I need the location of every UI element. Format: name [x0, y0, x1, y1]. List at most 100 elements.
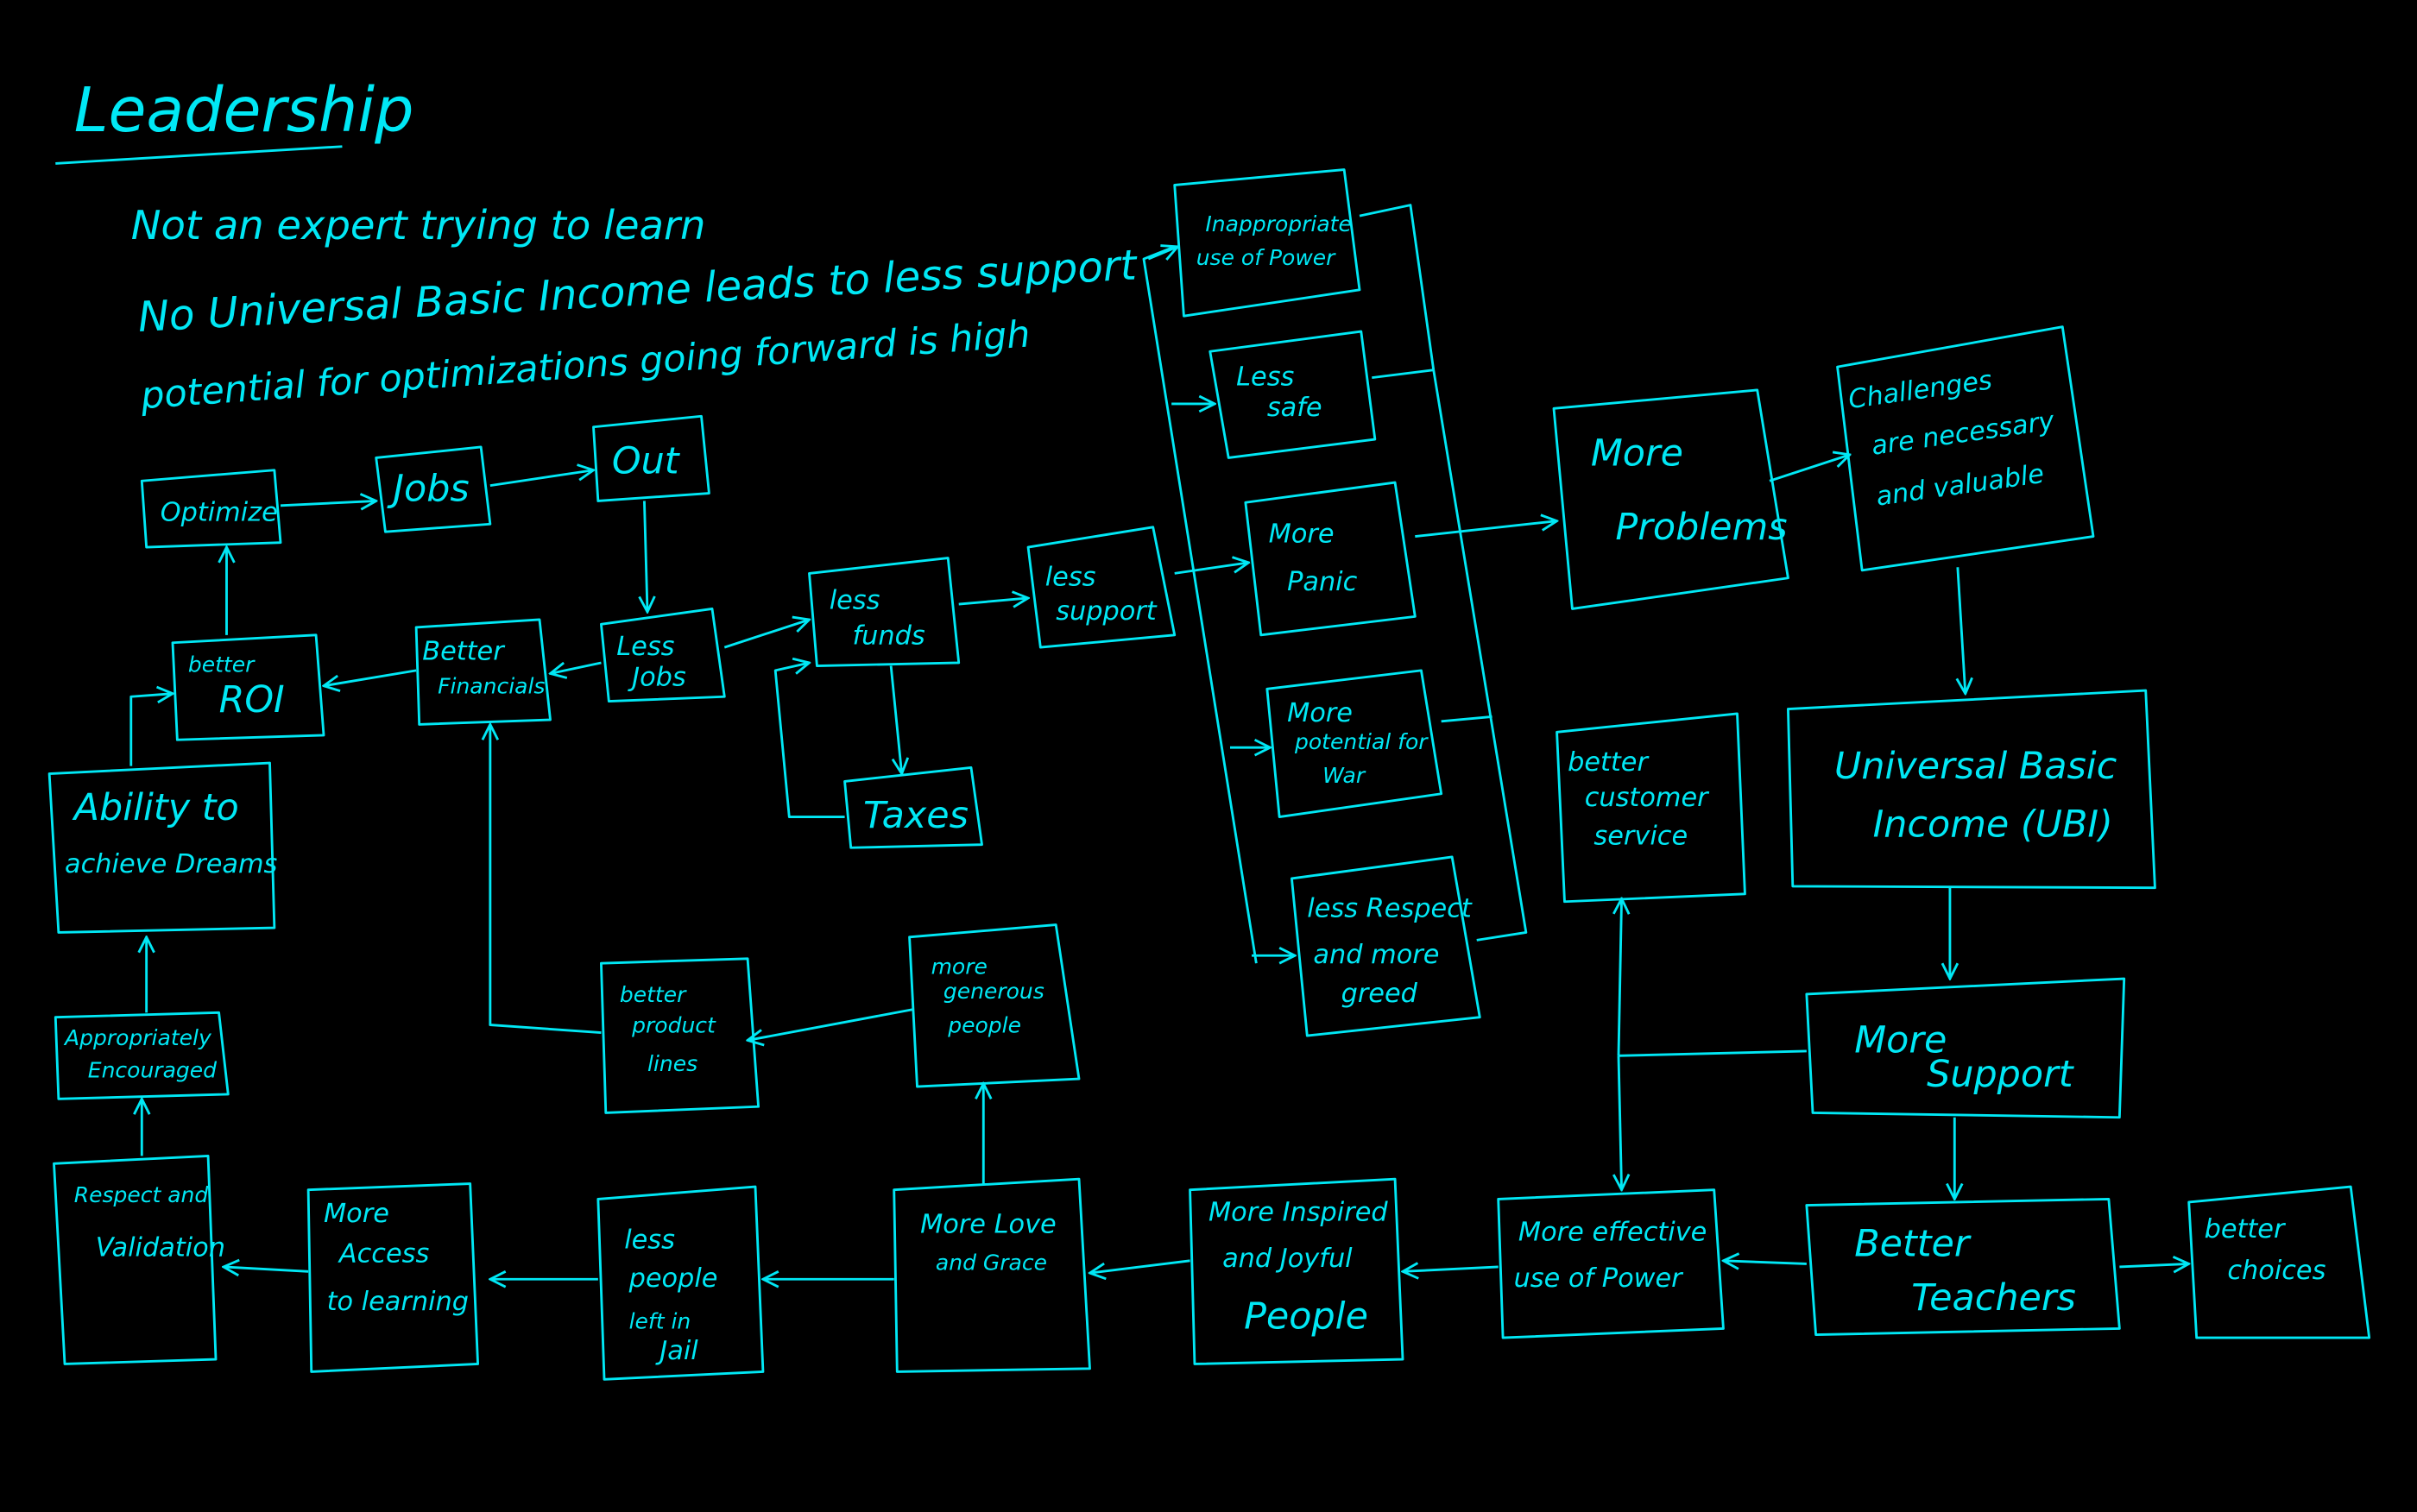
- box-jobs: Jobs: [375, 445, 492, 533]
- svg-text:Encouraged: Encouraged: [88, 1057, 217, 1082]
- svg-text:More: More: [324, 1199, 389, 1229]
- svg-text:lines: lines: [647, 1051, 697, 1076]
- svg-text:to learning: to learning: [327, 1287, 469, 1317]
- svg-text:customer: customer: [1585, 783, 1710, 813]
- svg-text:better: better: [620, 982, 687, 1007]
- svg-text:better: better: [2205, 1214, 2287, 1244]
- svg-text:safe: safe: [1267, 393, 1322, 423]
- box-effective: More effective use of Power: [1497, 1188, 1725, 1339]
- svg-text:support: support: [1056, 596, 1158, 627]
- box-ability: Ability to achieve Dreams: [47, 761, 278, 934]
- svg-text:service: service: [1593, 822, 1688, 852]
- svg-text:greed: greed: [1341, 979, 1418, 1009]
- svg-text:generous: generous: [943, 979, 1044, 1004]
- svg-text:use of Power: use of Power: [1196, 245, 1336, 270]
- title-underline: [55, 145, 343, 165]
- box-less-respect-greed: less Respect and more greed: [1291, 855, 1481, 1037]
- svg-text:achieve Dreams: achieve Dreams: [65, 849, 278, 879]
- svg-text:More: More: [1269, 520, 1335, 550]
- svg-text:and more: and more: [1313, 940, 1439, 970]
- svg-text:More: More: [1854, 1019, 1947, 1062]
- svg-text:Jobs: Jobs: [386, 467, 469, 510]
- svg-text:People: People: [1244, 1295, 1368, 1338]
- note-1: Not an expert trying to learn: [131, 202, 706, 249]
- svg-text:funds: funds: [853, 621, 925, 652]
- svg-text:Taxes: Taxes: [863, 794, 969, 837]
- svg-text:product: product: [631, 1013, 716, 1038]
- svg-text:better: better: [188, 652, 256, 677]
- box-optimize: Optimize: [140, 469, 282, 549]
- svg-text:Income (UBI): Income (UBI): [1873, 803, 2113, 847]
- svg-text:More Love: More Love: [920, 1210, 1057, 1240]
- svg-text:are necessary: are necessary: [1870, 406, 2057, 461]
- box-better-choices: better choices: [2187, 1185, 2371, 1339]
- svg-text:Ability to: Ability to: [72, 786, 239, 829]
- svg-text:left in: left in: [629, 1308, 691, 1333]
- svg-text:use of Power: use of Power: [1514, 1263, 1685, 1294]
- box-product-lines: better product lines: [600, 957, 760, 1114]
- svg-text:Less: Less: [1236, 362, 1294, 393]
- svg-text:War: War: [1322, 763, 1366, 788]
- box-out: Out: [592, 414, 710, 502]
- box-taxes: Taxes: [843, 765, 983, 849]
- page-title: Leadership: [74, 74, 414, 146]
- svg-text:Jail: Jail: [655, 1336, 698, 1366]
- svg-text:Validation: Validation: [96, 1232, 225, 1263]
- svg-text:Problems: Problems: [1615, 506, 1787, 549]
- svg-text:Better: Better: [422, 636, 506, 666]
- svg-text:Appropriately: Appropriately: [63, 1025, 212, 1050]
- svg-text:less Respect: less Respect: [1307, 894, 1473, 924]
- svg-text:and valuable: and valuable: [1874, 459, 2046, 513]
- svg-text:potential for: potential for: [1294, 729, 1429, 754]
- svg-text:better: better: [1568, 747, 1650, 778]
- svg-text:less: less: [1045, 563, 1096, 593]
- box-customer-service: better customer service: [1556, 712, 1746, 904]
- svg-text:more: more: [931, 954, 988, 980]
- svg-text:and Grace: and Grace: [936, 1251, 1047, 1276]
- svg-text:Support: Support: [1927, 1053, 2075, 1096]
- svg-text:Teachers: Teachers: [1911, 1276, 2076, 1320]
- svg-text:less: less: [624, 1225, 675, 1256]
- svg-text:Jobs: Jobs: [628, 663, 686, 693]
- svg-text:choices: choices: [2227, 1256, 2325, 1286]
- box-inappropriate-power: Inappropriate use of Power: [1173, 168, 1361, 318]
- svg-text:More effective: More effective: [1518, 1218, 1707, 1248]
- svg-text:Optimize: Optimize: [161, 498, 278, 528]
- svg-text:More: More: [1591, 432, 1683, 475]
- svg-text:More: More: [1287, 698, 1353, 728]
- svg-text:Financials: Financials: [438, 674, 545, 699]
- svg-text:ROI: ROI: [219, 678, 285, 721]
- svg-text:Inappropriate: Inappropriate: [1205, 211, 1351, 236]
- connector-arrows: [129, 204, 2189, 1280]
- svg-text:More Inspired: More Inspired: [1208, 1197, 1388, 1227]
- svg-text:Less: Less: [616, 632, 674, 662]
- svg-text:Out: Out: [612, 439, 681, 482]
- svg-text:and Joyful: and Joyful: [1222, 1244, 1353, 1274]
- svg-text:people: people: [947, 1013, 1021, 1038]
- svg-text:Universal Basic: Universal Basic: [1834, 745, 2117, 788]
- svg-text:Access: Access: [338, 1239, 430, 1269]
- box-less-funds: less funds: [808, 557, 961, 667]
- svg-text:Panic: Panic: [1287, 567, 1358, 597]
- svg-text:less: less: [830, 585, 880, 615]
- box-love: More Love and Grace: [893, 1177, 1091, 1373]
